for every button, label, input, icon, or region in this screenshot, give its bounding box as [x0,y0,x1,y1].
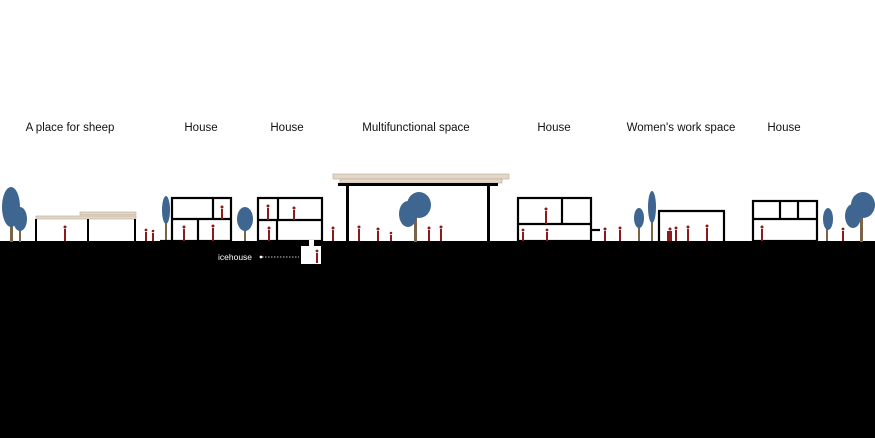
tree-right-small [823,208,833,241]
label-women-work-space: Women's work space [626,122,736,134]
label-multifunctional-space: Multifunctional space [362,122,470,134]
icehouse-leader-dot [259,255,263,259]
tree-right-large [845,192,875,242]
building-house-4 [751,199,819,243]
label-house-2: House [270,122,304,134]
icehouse-shaft [309,240,314,248]
building-sheep-place [35,211,137,241]
tree-multifunctional [399,192,431,242]
building-house-3 [516,196,600,243]
tree-women-space [634,191,656,241]
label-sheep-place: A place for sheep [25,122,115,134]
tree-between-houses [237,207,253,241]
ground-mass [0,241,875,438]
tree-left-small [13,207,27,242]
building-women-work-space [657,209,726,241]
people-figures [63,204,845,263]
label-house-3: House [537,122,571,134]
label-house-1: House [184,122,218,134]
building-multifunctional [332,173,510,241]
building-house-1 [160,196,233,243]
label-house-4: House [767,122,801,134]
tree-house1 [162,196,170,241]
label-icehouse: icehouse [218,252,253,262]
